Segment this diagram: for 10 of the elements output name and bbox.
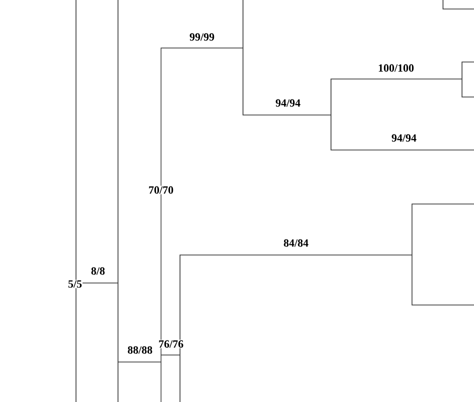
support-value: 84/84 xyxy=(284,239,308,247)
support-value: 8/8 xyxy=(91,267,105,275)
support-value: 100/100 xyxy=(378,64,414,72)
support-value: 5/5 xyxy=(67,280,83,288)
support-value: 99/99 xyxy=(190,33,214,41)
support-value: 94/94 xyxy=(276,99,300,107)
support-value: 76/76 xyxy=(158,340,184,348)
support-value: 94/94 xyxy=(392,134,416,142)
support-value: 70/70 xyxy=(148,186,174,194)
support-value: 88/88 xyxy=(128,346,152,354)
